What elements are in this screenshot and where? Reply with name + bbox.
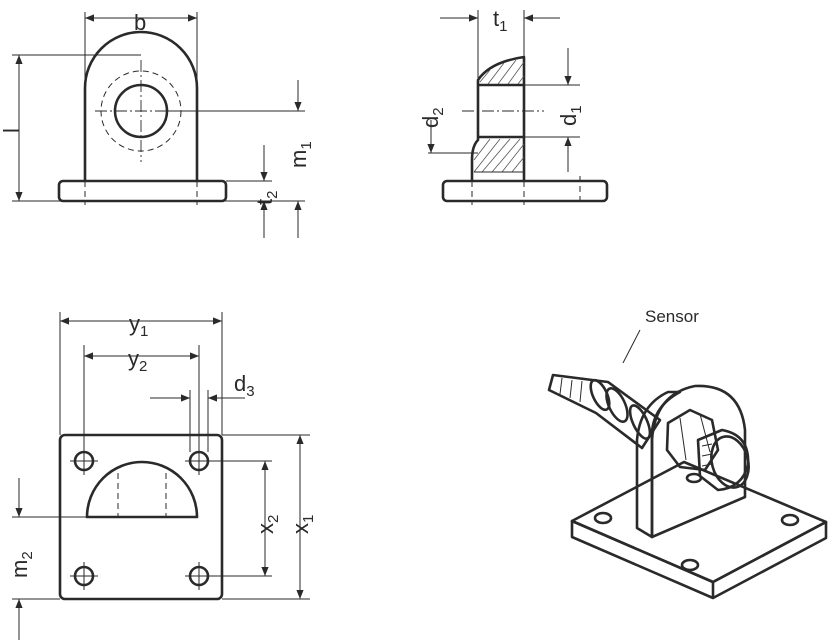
iso-hole-1 xyxy=(593,511,613,525)
svg-text:m2: m2 xyxy=(7,551,36,578)
side-view: t1 d2 d1 xyxy=(418,6,609,205)
dim-d2-label: d2 xyxy=(418,107,447,128)
iso-base-side xyxy=(570,519,828,600)
svg-text:d1: d1 xyxy=(556,105,585,126)
dim-b-label: b xyxy=(134,10,146,35)
iso-hole-2 xyxy=(680,558,700,572)
iso-lug-face xyxy=(650,384,747,539)
svg-text:x2: x2 xyxy=(253,515,282,534)
dim-t1-label: t1 xyxy=(493,6,507,35)
dim-m2-label: m2 xyxy=(7,551,36,578)
svg-text:t2: t2 xyxy=(252,191,281,205)
dim-d1-label: d1 xyxy=(556,105,585,126)
svg-text:m1: m1 xyxy=(286,141,315,168)
isometric-view: Sensor xyxy=(547,307,828,600)
front-view: b l m1 t2 xyxy=(0,10,315,238)
sensor-tip xyxy=(696,428,750,492)
front-base-plate xyxy=(57,179,228,203)
dim-y1-label: y1 xyxy=(129,311,148,340)
dim-y2-label: y2 xyxy=(128,346,147,375)
side-base-plate xyxy=(441,179,609,203)
top-lug-profile xyxy=(85,460,199,519)
front-lug xyxy=(83,30,199,181)
dim-m1-label: m1 xyxy=(286,141,315,168)
dim-t2-label: t2 xyxy=(252,191,281,205)
dim-x2-label: x2 xyxy=(253,515,282,534)
side-lug xyxy=(470,55,526,181)
svg-text:x1: x1 xyxy=(288,515,317,534)
svg-text:d2: d2 xyxy=(418,107,447,128)
iso-hole-3 xyxy=(780,513,800,527)
dim-d3-label: d3 xyxy=(234,371,255,400)
dim-l-label: l xyxy=(0,128,24,133)
sensor-body xyxy=(547,373,662,450)
top-view: y1 y2 d3 x2 x1 m2 xyxy=(7,311,317,640)
dim-x1-label: x1 xyxy=(288,515,317,534)
sensor-label: Sensor xyxy=(645,307,699,326)
